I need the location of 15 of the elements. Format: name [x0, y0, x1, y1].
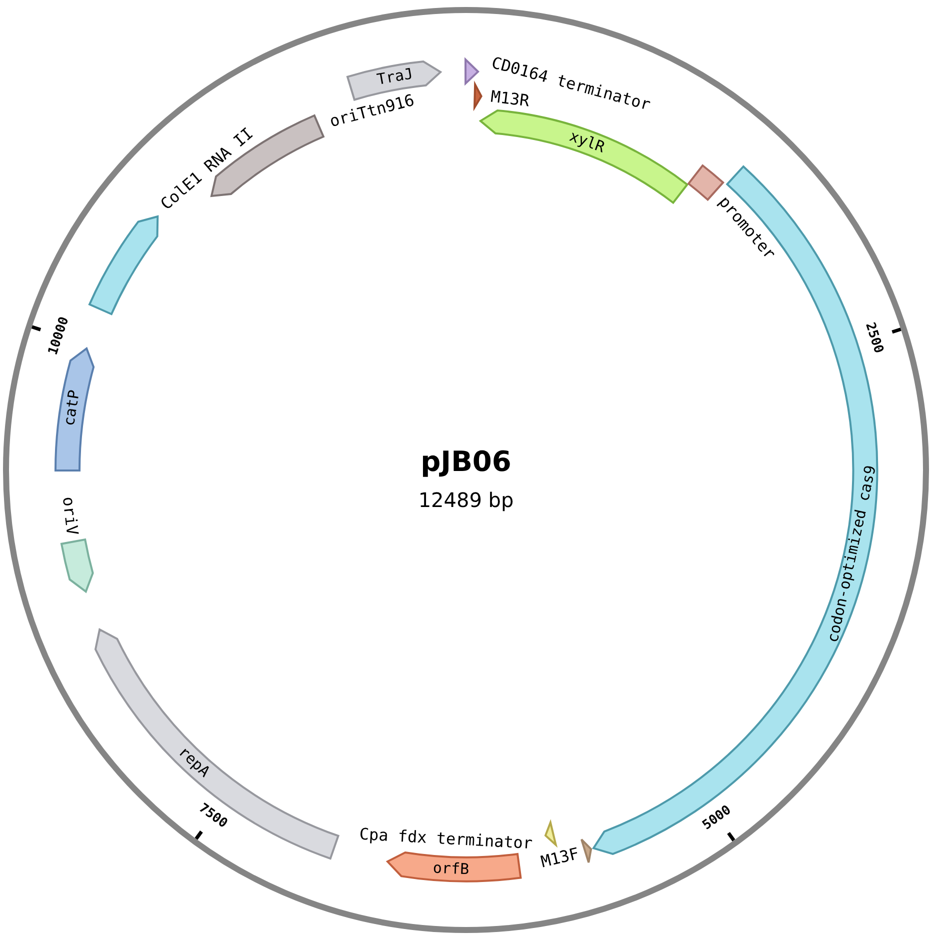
feature-label: oriV: [59, 496, 80, 536]
feature-label: xylR: [568, 128, 607, 156]
sequence-length: 12489 bp: [418, 490, 514, 510]
feature-label: orfB: [432, 860, 469, 877]
feature-segment: [386, 850, 522, 882]
feature-label: TraJ: [376, 66, 414, 88]
tick-label: 10000: [46, 315, 71, 356]
plasmid-name: pJB06: [420, 448, 512, 476]
feature-segment: [478, 108, 688, 204]
tick-label: 2500: [863, 320, 886, 355]
feature-segment: [94, 628, 340, 860]
feature-label: Cpa fdx terminator: [358, 826, 533, 852]
feature-label: M13F: [539, 846, 580, 870]
feature-label: catP: [62, 388, 82, 427]
feature-label: M13R: [490, 88, 530, 109]
